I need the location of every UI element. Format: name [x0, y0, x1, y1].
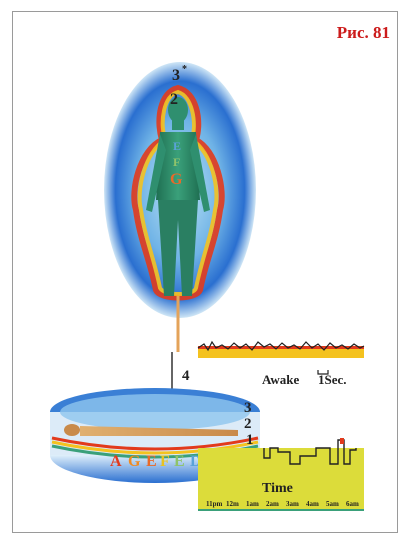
layer-label-e: E — [173, 139, 181, 153]
layer-label-f: F — [173, 155, 180, 169]
sleep-chart-title: Time — [262, 481, 293, 496]
tick-6am: 6am — [346, 500, 359, 508]
tick-4am: 4am — [306, 500, 319, 508]
lower-letter-g: G — [128, 453, 141, 470]
tick-1am: 1am — [246, 500, 259, 508]
tick-2am: 2am — [266, 500, 279, 508]
lower-layer-3: 3 — [244, 400, 252, 416]
tick-11pm: 11pm — [206, 500, 223, 508]
lower-letter-e: E — [146, 453, 157, 470]
eeg-scale-label: 1Sec. — [318, 372, 347, 387]
eeg-trace: Awake 1Sec. — [198, 342, 364, 387]
lower-letter-f: F — [160, 453, 170, 470]
lower-layer-2: 2 — [244, 416, 252, 432]
standing-aura: 3 * 2 E F G — [104, 62, 256, 352]
layer-label-2: 2 — [170, 91, 178, 108]
sleep-chart: Time 11pm 12m 1am 2am 3am 4am 5am 6am — [198, 438, 364, 510]
lower-letter-e2: E — [174, 453, 185, 470]
arrow-label: 4 — [182, 368, 190, 384]
layer-asterisk: * — [182, 64, 187, 75]
sleep-chart-bg — [198, 448, 364, 510]
layer-label-3: 3 — [172, 67, 180, 84]
tick-5am: 5am — [326, 500, 339, 508]
layer-label-g: G — [170, 171, 183, 188]
lower-letter-a: A — [110, 453, 122, 470]
tick-3am: 3am — [286, 500, 299, 508]
tick-12m: 12m — [226, 500, 239, 508]
lower-layer-1: 1 — [246, 432, 254, 448]
eeg-awake-label: Awake — [262, 372, 300, 387]
